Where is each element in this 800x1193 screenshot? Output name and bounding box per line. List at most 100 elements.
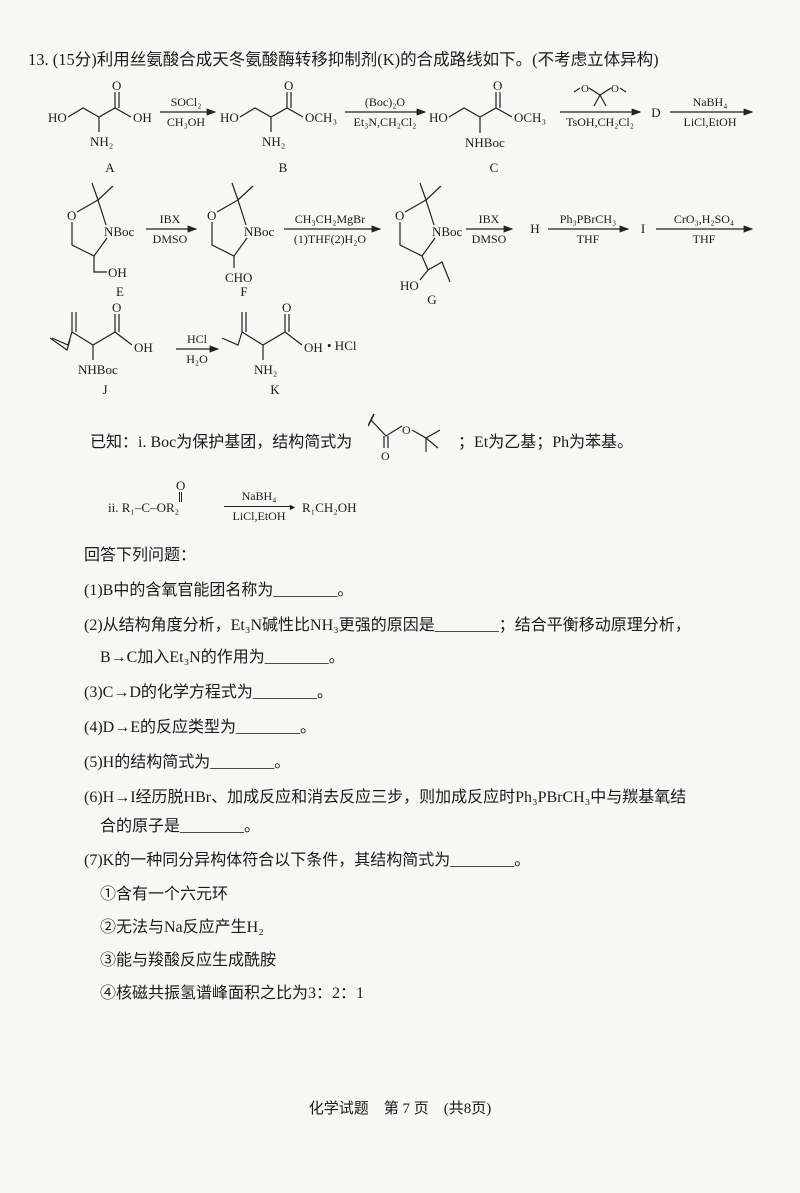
arrow-head: ► xyxy=(288,502,297,512)
atom-label: NBoc xyxy=(104,224,135,239)
atom-label: O xyxy=(207,208,216,223)
reagent: H₂O xyxy=(186,352,208,366)
reagent: NaBH₄ xyxy=(241,489,277,503)
compound-label-e: E xyxy=(116,284,124,299)
reagent: THF xyxy=(693,232,716,246)
atom-label: CHO xyxy=(225,270,252,285)
compound-label-b: B xyxy=(279,160,288,175)
reagent: CrO₃,H₂SO₄ xyxy=(674,212,734,226)
condition-3: ③能与羧酸反应生成酰胺 xyxy=(100,952,277,969)
reagent: SOCl₂ xyxy=(171,95,202,109)
compound-label-c: C xyxy=(490,160,499,175)
compound-e-structure: O NBoc OH E xyxy=(67,182,135,299)
synthesis-scheme: HO O OH NH₂ A SOCl₂ CH₃OH HO O OCH₃ NH₂ … xyxy=(48,78,754,397)
reagent: NaBH₄ xyxy=(693,95,728,109)
atom-label: OH xyxy=(304,340,323,355)
atom-label: O xyxy=(112,78,121,93)
condition-1: ①含有一个六元环 xyxy=(100,886,229,903)
known-ii-reaction: O ii. R₁–C–OR₂ NaBH₄ ► LiCl,EtOH R₁CH₂OH xyxy=(108,478,408,528)
condition-2: ②无法与Na反应产生H₂ xyxy=(100,919,264,936)
atom-label: OH xyxy=(108,265,127,280)
reagent: THF xyxy=(577,232,600,246)
question-1: (1)B中的含氧官能团名称为________。 xyxy=(84,582,354,599)
compound-label-a: A xyxy=(105,160,115,175)
atom-label: O xyxy=(493,78,502,93)
reagent: Ph₃PBrCH₃ xyxy=(560,212,616,226)
atom-label: O xyxy=(395,208,404,223)
atom-label: O xyxy=(282,300,291,315)
known-i-prefix: 已知：i. Boc为保护基团，结构简式为 xyxy=(90,434,353,451)
atom-label: O xyxy=(381,449,390,462)
compound-label-i: I xyxy=(641,221,645,236)
boc-structure: O O xyxy=(368,413,441,462)
compound-label-d: D xyxy=(651,105,660,120)
question-2a: (2)从结构角度分析，Et₃N碱性比NH₃更强的原因是________；结合平衡… xyxy=(84,617,691,634)
compound-label-f: F xyxy=(240,284,247,299)
atom-label: NH₂ xyxy=(262,134,285,149)
atom-label: HO xyxy=(220,110,239,125)
known-i-suffix: ；Et为乙基；Ph为苯基。 xyxy=(458,434,634,451)
compound-a-structure: HO O OH NH₂ A xyxy=(48,78,152,175)
compound-k-structure: O OH • HCl NH₂ K xyxy=(221,300,357,397)
question-5: (5)H的结构简式为________。 xyxy=(84,754,291,771)
reagent: DMSO xyxy=(153,232,188,246)
atom-label: NH₂ xyxy=(90,134,113,149)
compound-label-k: K xyxy=(270,382,280,397)
question-7: (7)K的一种同分异构体符合以下条件，其结构简式为________。 xyxy=(84,852,531,869)
atom-label: O xyxy=(284,78,293,93)
atom-label: OH xyxy=(133,110,152,125)
atom-label: NHBoc xyxy=(78,362,118,377)
product-formula: R₁CH₂OH xyxy=(302,500,357,515)
atom-label: O xyxy=(611,83,619,95)
dimethoxypropane-reagent: O O xyxy=(573,83,627,107)
reagent: HCl xyxy=(187,332,208,346)
condition-4: ④核磁共振氢谱峰面积之比为3：2：1 xyxy=(100,985,365,1002)
compound-b-structure: HO O OCH₃ NH₂ B xyxy=(220,78,337,175)
atom-label: NHBoc xyxy=(465,135,505,150)
atom-label: O xyxy=(581,83,589,95)
hcl-salt-label: • HCl xyxy=(327,338,357,353)
compound-f-structure: O NBoc CHO F xyxy=(207,182,275,299)
reagent: CH₃OH xyxy=(167,115,206,129)
question-6b: 合的原子是________。 xyxy=(100,818,261,835)
compound-label-j: J xyxy=(102,382,107,397)
answer-intro: 回答下列问题： xyxy=(84,547,197,564)
reaction-arrow xyxy=(224,506,292,507)
page-footer: 化学试题 第 7 页 (共8页) xyxy=(308,1101,492,1117)
atom-label: HO xyxy=(429,110,448,125)
double-bond xyxy=(179,492,182,502)
reagent: LiCl,EtOH xyxy=(232,509,286,523)
atom-label: O xyxy=(67,208,76,223)
compound-label-g: G xyxy=(427,292,436,307)
atom-label: O xyxy=(402,423,411,437)
compound-label-h: H xyxy=(530,221,539,236)
reagent: TsOH,CH₂Cl₂ xyxy=(566,115,634,129)
reagent: Et₃N,CH₂Cl₂ xyxy=(354,115,417,129)
atom-label: OH xyxy=(134,340,153,355)
question-4: (4)D→E的反应类型为________。 xyxy=(84,719,316,736)
reagent: IBX xyxy=(479,212,500,226)
reagent: LiCl,EtOH xyxy=(684,115,737,129)
question-2b: B→C加入Et₃N的作用为________。 xyxy=(100,649,345,666)
atom-label: NH₂ xyxy=(254,362,277,377)
ester-formula: ii. R₁–C–OR₂ xyxy=(108,500,180,515)
atom-label: OCH₃ xyxy=(305,110,337,125)
atom-label: OCH₃ xyxy=(514,110,546,125)
compound-c-structure: HO O OCH₃ NHBoc C xyxy=(429,78,546,175)
reagent: (1)THF(2)H₂O xyxy=(294,232,367,246)
reagent: (Boc)₂O xyxy=(365,95,406,109)
atom-label: NBoc xyxy=(432,224,463,239)
atom-label: NBoc xyxy=(244,224,275,239)
reagent: CH₃CH₂MgBr xyxy=(295,212,365,226)
reagent: IBX xyxy=(160,212,181,226)
atom-label: HO xyxy=(48,110,67,125)
question-title: 13. (15分)利用丝氨酸合成天冬氨酸酶转移抑制剂(K)的合成路线如下。(不考… xyxy=(28,50,659,69)
atom-label: HO xyxy=(400,278,419,293)
atom-label: O xyxy=(176,478,186,493)
compound-j-structure: O OH NHBoc J xyxy=(49,300,153,397)
question-6a: (6)H→I经历脱HBr、加成反应和消去反应三步，则加成反应时Ph₃PBrCH₃… xyxy=(84,789,687,806)
atom-label: O xyxy=(112,300,121,315)
compound-g-structure: O NBoc HO G xyxy=(395,182,463,307)
reagent: DMSO xyxy=(472,232,507,246)
question-3: (3)C→D的化学方程式为________。 xyxy=(84,684,333,701)
